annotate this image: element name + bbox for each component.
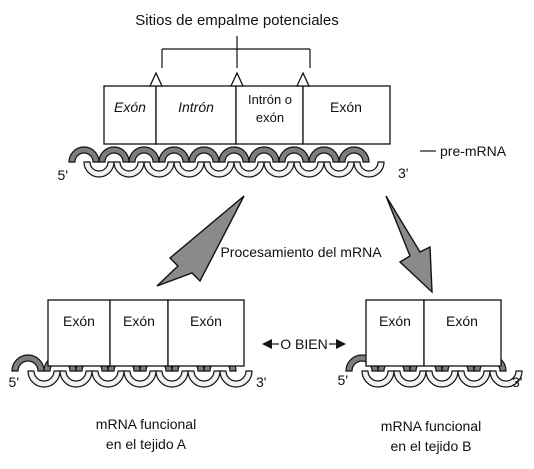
pre-mrna-bead-bottom <box>143 161 175 178</box>
pre-mrna-bead-bottom <box>323 161 355 178</box>
splice-notch-3 <box>295 71 311 87</box>
pre-segment-2-label: Intrón <box>178 99 214 115</box>
pre-segment-box-1 <box>103 85 157 145</box>
product-b-segment-2: Exón <box>446 313 478 329</box>
product-a-bead-bottom <box>27 370 61 388</box>
product-b-bead-bottom <box>457 370 491 388</box>
product-a-segment-3: Exón <box>190 313 222 329</box>
pre-mrna-bead-top <box>278 146 310 163</box>
product-b-three-prime: 3' <box>512 374 522 390</box>
pre-mrna-bead-top <box>308 146 340 163</box>
pre-mrna-bead-bottom <box>83 161 115 178</box>
pre-mrna-bead-top <box>338 146 370 163</box>
pre-mrna-strand: Exón Intrón Intrón o exón Exón 5' 3' pre… <box>58 71 507 183</box>
pre-mrna-boxes <box>103 85 391 145</box>
pre-segment-box-4 <box>302 85 391 145</box>
pre-mrna-bead-bottom <box>353 161 385 178</box>
product-b-bead-bottom <box>425 370 459 388</box>
product-a-five-prime: 5' <box>9 374 19 390</box>
product-a-bead-bottom <box>187 370 221 388</box>
pre-mrna-bead-top <box>98 146 130 163</box>
pre-mrna-bead-top <box>248 146 280 163</box>
pre-five-prime: 5' <box>58 167 68 183</box>
pre-mrna-bead-top <box>218 146 250 163</box>
process-label: Procesamiento del mRNA <box>220 244 382 260</box>
pre-mrna-bead-bottom <box>293 161 325 178</box>
pre-mrna-bead-bottom <box>203 161 235 178</box>
pre-mrna-bead-bottom <box>113 161 145 178</box>
processing-arrow-right <box>385 195 433 294</box>
product-a-bead-bottom <box>155 370 189 388</box>
or-label: O BIEN <box>280 336 327 352</box>
product-b-bead-bottom <box>393 370 427 388</box>
product-b-five-prime: 5' <box>338 372 348 388</box>
pre-mrna-label: pre-mRNA <box>440 143 507 159</box>
product-b-box-2 <box>423 299 502 367</box>
product-b-caption-line1: mRNA funcional <box>381 418 481 434</box>
pre-mrna-bead-bottom <box>263 161 295 178</box>
product-a-segment-2: Exón <box>123 313 155 329</box>
pre-mrna-bead-top <box>158 146 190 163</box>
product-b-bead-bottom <box>489 370 523 388</box>
splice-notches <box>148 71 311 87</box>
or-arrow-right-head <box>336 339 346 349</box>
product-a-strand: Exón Exón Exón 5' 3' mRNA funcional en e… <box>9 299 266 452</box>
pre-three-prime: 3' <box>398 165 408 181</box>
or-arrow-left-head <box>262 339 272 349</box>
processing-arrow-left <box>156 195 245 287</box>
product-a-bead-bottom <box>59 370 93 388</box>
product-a-bead-bottom <box>219 370 253 388</box>
product-a-bead-bottom <box>91 370 125 388</box>
product-a-three-prime: 3' <box>256 374 266 390</box>
pre-segment-box-3 <box>235 85 304 145</box>
pre-mrna-bead-bottom <box>233 161 265 178</box>
pre-segment-3-label-line2: exón <box>256 110 284 125</box>
pre-mrna-bead-top <box>128 146 160 163</box>
pre-mrna-bead-top <box>188 146 220 163</box>
product-a-caption-line2: en el tejido A <box>106 436 187 452</box>
product-a-box-3 <box>167 299 245 367</box>
pre-mrna-beads <box>68 146 385 178</box>
product-a-segment-1: Exón <box>63 313 95 329</box>
pre-mrna-bead-top <box>68 146 100 163</box>
product-a-box-2 <box>109 299 169 367</box>
pre-segment-4-label: Exón <box>330 99 362 115</box>
splice-site-bracket <box>161 36 311 68</box>
or-indicator: O BIEN <box>262 336 346 352</box>
product-a-caption-line1: mRNA funcional <box>96 416 196 432</box>
splice-notch-1 <box>148 71 164 87</box>
splice-notch-2 <box>229 71 245 87</box>
product-a-bead-bottom <box>123 370 157 388</box>
product-b-box-1 <box>365 299 425 367</box>
product-b-segment-1: Exón <box>379 313 411 329</box>
product-a-box-1 <box>47 299 111 367</box>
pre-segment-3-label-line1: Intrón o <box>248 92 292 107</box>
product-b-strand: Exón Exón 5' 3' mRNA funcional en el tej… <box>338 299 523 454</box>
pre-mrna-bead-bottom <box>173 161 205 178</box>
product-b-caption-line2: en el tejido B <box>391 438 472 454</box>
heading: Sitios de empalme potenciales <box>135 12 338 29</box>
pre-segment-box-2 <box>155 85 237 145</box>
product-b-bead-bottom <box>361 370 395 388</box>
pre-segment-1-label: Exón <box>114 99 146 115</box>
product-a-bead-top <box>11 354 45 372</box>
